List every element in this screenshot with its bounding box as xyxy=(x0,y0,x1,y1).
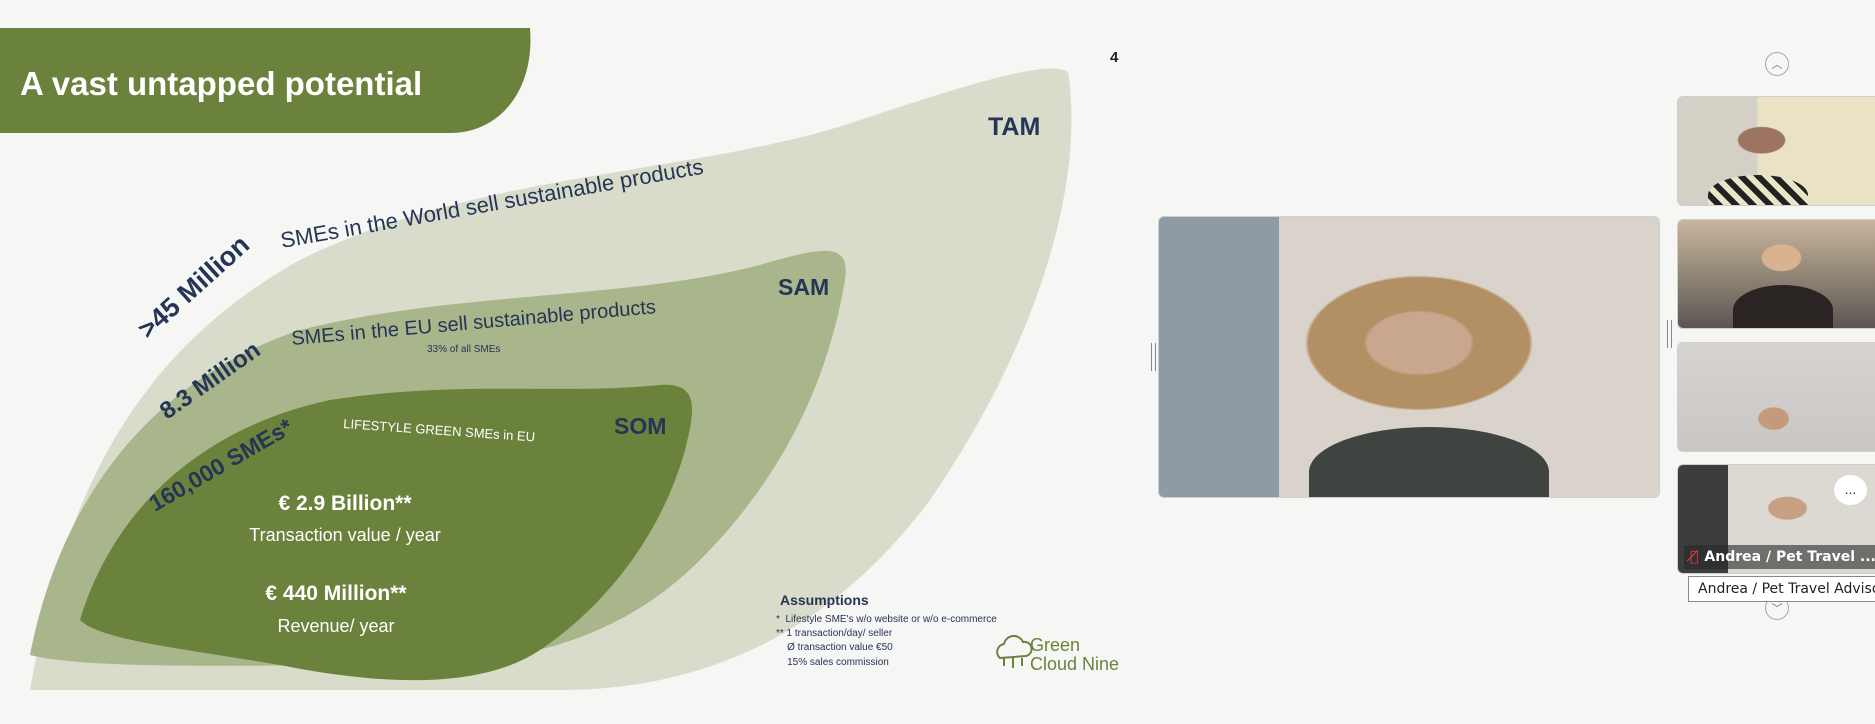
revenue-value: € 440 Million** xyxy=(265,582,407,605)
revenue-label: Revenue/ year xyxy=(277,616,394,636)
som-label: SOM xyxy=(614,413,666,439)
green-cloud-nine-logo: Green Cloud Nine xyxy=(996,634,1119,674)
participant-video-tile[interactable] xyxy=(1677,96,1875,206)
chevron-down-icon: ﹀ xyxy=(1771,602,1783,615)
assumption-line: 15% sales commission xyxy=(776,657,889,668)
assumptions-title: Assumptions xyxy=(780,592,869,608)
assumption-line: Ø transaction value €50 xyxy=(776,642,893,653)
splitter-handle-right[interactable] xyxy=(1667,320,1672,348)
transaction-label: Transaction value / year xyxy=(249,525,440,545)
participant-name-bar: 🎙̸ Andrea / Pet Travel ... xyxy=(1684,545,1875,569)
mic-muted-icon: 🎙̸ xyxy=(1690,549,1699,565)
svg-text:Cloud Nine: Cloud Nine xyxy=(1030,654,1119,674)
title-banner xyxy=(0,28,531,133)
svg-text:Green: Green xyxy=(1030,635,1080,655)
som-leaf xyxy=(80,384,693,681)
participant-name: Andrea / Pet Travel ... xyxy=(1704,549,1875,565)
cloud-icon xyxy=(996,634,1033,668)
sam-note: 33% of all SMEs xyxy=(427,344,500,355)
more-options-button[interactable]: ... xyxy=(1834,475,1867,505)
sam-label: SAM xyxy=(778,274,829,300)
tam-label: TAM xyxy=(988,113,1040,141)
transaction-value: € 2.9 Billion** xyxy=(278,492,412,515)
page-number: 4 xyxy=(1110,49,1119,66)
participant-video-tile[interactable] xyxy=(1677,219,1875,329)
main-speaker-video xyxy=(1158,216,1660,498)
presentation-slide: A vast untapped potential 4 TAM SAM SOM … xyxy=(0,28,1119,691)
slide-title: A vast untapped potential xyxy=(20,65,422,102)
scroll-up-button[interactable]: ︿ xyxy=(1765,52,1789,76)
assumption-line: ** 1 transaction/day/ seller xyxy=(776,628,893,639)
participant-name-tooltip: Andrea / Pet Travel Advisor xyxy=(1688,576,1875,602)
assumption-line: * Lifestyle SME's w/o website or w/o e-c… xyxy=(776,614,997,625)
chevron-up-icon: ︿ xyxy=(1771,58,1783,71)
participant-video-tile[interactable] xyxy=(1677,342,1875,452)
participant-video-tile[interactable]: ... 🎙̸ Andrea / Pet Travel ... xyxy=(1677,464,1875,574)
splitter-handle-left[interactable] xyxy=(1151,343,1156,371)
